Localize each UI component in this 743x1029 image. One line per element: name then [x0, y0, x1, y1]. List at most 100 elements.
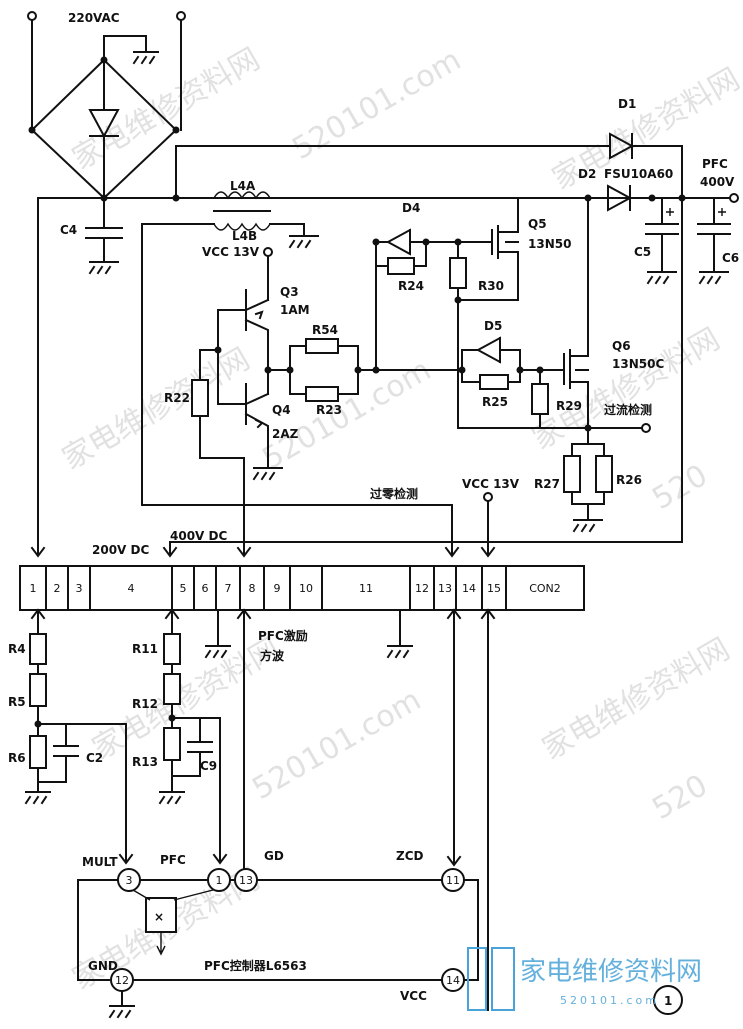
pfc-drive-label: PFC激励	[258, 628, 308, 643]
q6-gate-network: D5 R25 R29 Q6 13N50C 过流检测	[458, 197, 664, 433]
site-logo: 家电维修资料网 520101.com	[467, 947, 702, 1011]
logo-url: 520101.com	[560, 994, 659, 1007]
watermark-url: 520101.com	[247, 683, 427, 807]
output-caps: C5 C6	[634, 197, 739, 285]
l4b-label: L4B	[232, 229, 257, 243]
q6-label: Q6	[612, 339, 631, 353]
connector-pin-5: 5	[180, 582, 187, 595]
r30-label: R30	[478, 279, 504, 293]
ac-input: 220VAC	[27, 11, 186, 131]
watermark-url-partial: 520	[647, 458, 714, 517]
vcc13v-mid-label: VCC 13V	[462, 477, 520, 491]
pfc-controller-ic: 3 1 13 11 12 14 MULT PFC GD ZCD GND VCC …	[77, 849, 479, 1019]
c9-label: C9	[200, 759, 217, 773]
connector-pin-6: 6	[202, 582, 209, 595]
r22-label: R22	[164, 391, 190, 405]
pin-gnd: 12	[115, 974, 129, 987]
q5-label: Q5	[528, 217, 547, 231]
gnd-label: GND	[88, 959, 118, 973]
zcd-label: ZCD	[396, 849, 424, 863]
gate-resistors: R54 R23	[286, 323, 463, 417]
current-sense: R27 R26	[534, 427, 642, 533]
r12-label: R12	[132, 697, 158, 711]
overcurrent-label: 过流检测	[604, 402, 652, 417]
pin-vcc: 14	[446, 974, 460, 987]
inductor-l4: L4A L4B VCC 13V	[141, 179, 460, 558]
vcc-label: VCC	[400, 989, 427, 1003]
r23-label: R23	[316, 403, 342, 417]
zero-cross-label: 过零检测	[370, 486, 418, 501]
mult-label: MULT	[82, 855, 118, 869]
connector-pin-8: 8	[249, 582, 256, 595]
connector-pin-2: 2	[54, 582, 61, 595]
diode-d1-d2: D1 D2 FSU10A60 PFC 400V	[578, 97, 739, 212]
vcc13v-top-label: VCC 13V	[202, 245, 260, 259]
watermark-site: 家电维修资料网	[57, 342, 256, 477]
connector-pin-13: 13	[438, 582, 452, 595]
connector-pin-4: 4	[128, 582, 135, 595]
pin-pfc: 1	[216, 874, 223, 887]
ic-name: PFC控制器L6563	[204, 958, 307, 973]
pfc-pin-label: PFC	[160, 853, 186, 867]
400v-dc-label: 400V DC	[170, 529, 227, 543]
ac-terminal-left	[27, 11, 37, 21]
connector-pin-3: 3	[76, 582, 83, 595]
pfc-output-voltage: 400V	[700, 175, 735, 189]
r27-label: R27	[534, 477, 560, 491]
watermark-site: 家电维修资料网	[537, 632, 736, 767]
q4-label: Q4	[272, 403, 291, 417]
r13-label: R13	[132, 755, 158, 769]
watermark-url: 520101.com	[287, 43, 467, 167]
logo-text: 家电维修资料网	[520, 957, 702, 987]
pfc-divider: R11 R12 R13 C9	[132, 608, 228, 865]
q3-label: Q3	[280, 285, 299, 299]
r24-label: R24	[398, 279, 424, 293]
d2-part-label: FSU10A60	[604, 167, 673, 181]
d4-label: D4	[402, 201, 420, 215]
r6-label: R6	[8, 751, 26, 765]
r11-label: R11	[132, 642, 158, 656]
l4a-label: L4A	[230, 179, 256, 193]
figure-number: 1	[664, 994, 672, 1008]
r54-label: R54	[312, 323, 338, 337]
ac-terminal-right	[176, 11, 186, 21]
connector-pin-14: 14	[462, 582, 476, 595]
r29-label: R29	[556, 399, 582, 413]
r25-label: R25	[482, 395, 508, 409]
c4-label: C4	[60, 223, 77, 237]
c4-filter-cap: C4	[60, 197, 123, 275]
r5-label: R5	[8, 695, 26, 709]
r4-label: R4	[8, 642, 26, 656]
watermark-site: 家电维修资料网	[87, 632, 286, 767]
ac-input-label: 220VAC	[68, 11, 120, 25]
r26-label: R26	[616, 473, 642, 487]
pfc-output-label: PFC	[702, 157, 728, 171]
connector-pin-7: 7	[225, 582, 232, 595]
connector-pin-1: 1	[30, 582, 37, 595]
pfc-drive-label-2: 方波	[260, 648, 285, 663]
c5-label: C5	[634, 245, 651, 259]
driver-totem-pole: R22 Q3 1AM Q4 2AZ	[164, 285, 310, 558]
pin-zcd: 11	[446, 874, 460, 887]
c2-label: C2	[86, 751, 103, 765]
watermark-url-partial: 520	[647, 768, 714, 827]
c6-label: C6	[722, 251, 739, 265]
multiplier-symbol: ×	[154, 910, 164, 924]
200v-dc-label: 200V DC	[92, 543, 149, 557]
q3-part-label: 1AM	[280, 303, 310, 317]
connector-pin-CON2: CON2	[529, 582, 561, 595]
pin-gd: 13	[239, 874, 253, 887]
pin-mult: 3	[126, 874, 133, 887]
connector-pin-12: 12	[415, 582, 429, 595]
gd-label: GD	[264, 849, 284, 863]
q6-part-label: 13N50C	[612, 357, 664, 371]
connector-pin-11: 11	[359, 582, 373, 595]
q5-part-label: 13N50	[528, 237, 571, 251]
d5-label: D5	[484, 319, 502, 333]
q5-gate-network: D4 R24 R30 Q5 13N50	[372, 197, 589, 429]
connector-pin-9: 9	[274, 582, 281, 595]
mult-divider: R4 R5 R6 C2	[8, 608, 134, 865]
d2-label: D2	[578, 167, 596, 181]
